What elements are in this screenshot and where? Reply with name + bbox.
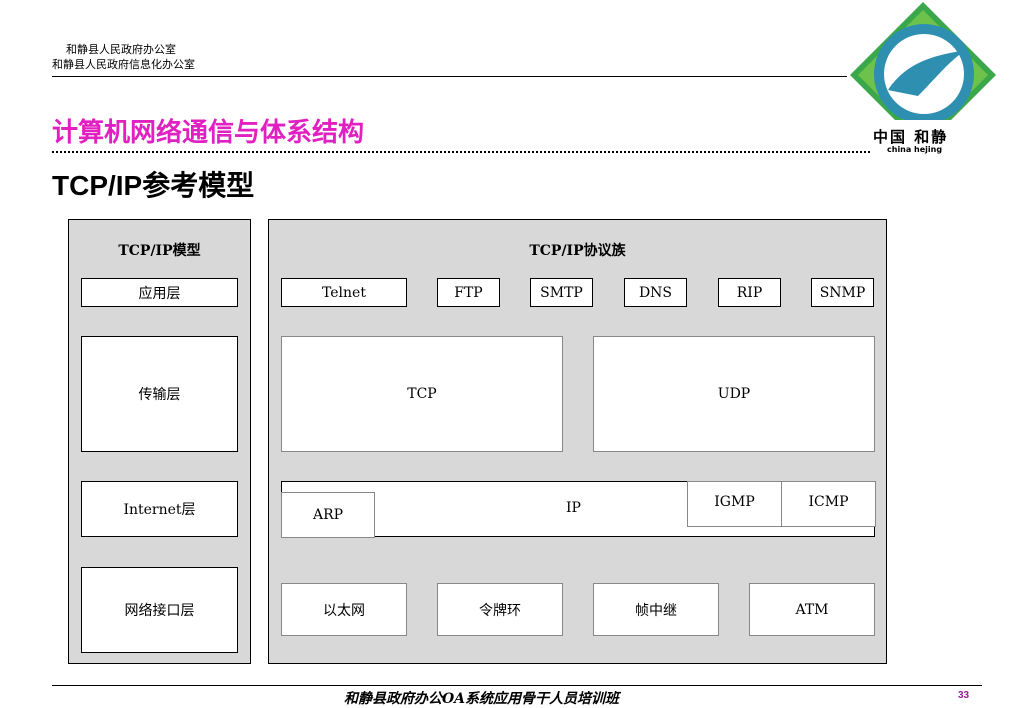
layer-application: 应用层 — [81, 278, 238, 307]
network-frame-relay: 帧中继 — [593, 583, 719, 636]
layer-transport: 传输层 — [81, 336, 238, 452]
footer-divider — [52, 685, 982, 686]
protocol-telnet: Telnet — [281, 278, 407, 307]
protocol-igmp: IGMP — [687, 481, 782, 527]
network-ethernet: 以太网 — [281, 583, 407, 636]
protocol-smtp: SMTP — [530, 278, 593, 307]
tcpip-model-title: TCP/IP模型 — [118, 243, 201, 259]
tcpip-protocol-suite-panel: TCP/IP协议族 Telnet FTP SMTP DNS RIP SNMP T… — [268, 219, 887, 664]
protocol-ftp: FTP — [437, 278, 500, 307]
header-divider — [52, 76, 847, 77]
protocol-tcp: TCP — [281, 336, 563, 452]
org-name-line-2: 和静县人民政府信息化办公室 — [52, 58, 195, 71]
logo-chinese-text: 中国 和静 — [873, 128, 949, 146]
protocol-suite-title: TCP/IP协议族 — [529, 243, 626, 259]
title-dotted-divider — [52, 151, 870, 153]
slide-subtitle: TCP/IP参考模型 — [52, 170, 255, 201]
protocol-arp: ARP — [281, 492, 375, 538]
protocol-rip: RIP — [718, 278, 781, 307]
footer-course-title: 和静县政府办公OA系统应用骨干人员培训班 — [343, 691, 620, 707]
page-number: 33 — [958, 690, 970, 701]
org-name-line-1: 和静县人民政府办公室 — [66, 43, 176, 56]
layer-network-interface: 网络接口层 — [81, 567, 238, 653]
protocol-icmp: ICMP — [781, 481, 876, 527]
hejing-logo-icon — [848, 2, 998, 150]
protocol-ip-row: IP ARP IGMP ICMP — [281, 481, 876, 538]
protocol-snmp: SNMP — [811, 278, 874, 307]
protocol-dns: DNS — [624, 278, 687, 307]
protocol-udp: UDP — [593, 336, 875, 452]
slide-title: 计算机网络通信与体系结构 — [52, 118, 365, 148]
layer-internet: Internet层 — [81, 481, 238, 537]
protocol-ip: IP — [566, 500, 581, 516]
tcpip-model-panel: TCP/IP模型 应用层 传输层 Internet层 网络接口层 — [68, 219, 251, 664]
network-token-ring: 令牌环 — [437, 583, 563, 636]
logo-english-text: china hejing — [887, 145, 943, 154]
network-atm: ATM — [749, 583, 875, 636]
